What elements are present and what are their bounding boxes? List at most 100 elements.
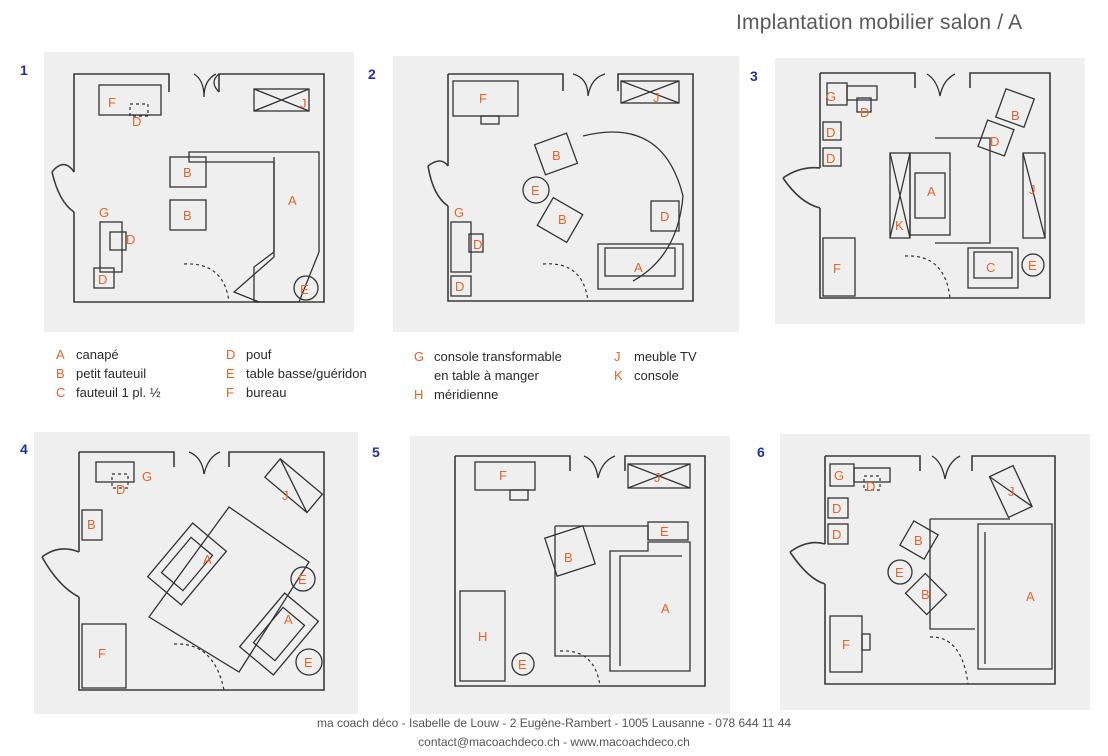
sofa-A-inner — [619, 555, 682, 666]
window — [427, 160, 449, 207]
floor-plan-5: F J E B A H E — [410, 436, 730, 714]
table-E — [293, 275, 319, 301]
armchair-C — [967, 247, 1019, 289]
tv-unit-J — [627, 463, 691, 489]
sofa-A — [909, 152, 951, 236]
label-D: D — [826, 125, 835, 140]
window — [782, 166, 821, 209]
tv-unit-J — [1022, 152, 1046, 239]
label-E: E — [1028, 258, 1037, 273]
chaise-H — [459, 590, 506, 682]
label-B: B — [183, 165, 192, 180]
label-A: A — [661, 601, 670, 616]
pouf-dashed — [129, 103, 149, 117]
armchair-C-seat — [973, 251, 1013, 279]
label-B: B — [914, 533, 923, 548]
page-title: Implantation mobilier salon / A — [736, 11, 1023, 34]
label-J: J — [300, 96, 307, 111]
tv-unit-cross — [627, 463, 691, 489]
table-E — [522, 176, 550, 204]
sofa-A1-seat — [160, 536, 214, 592]
door-swing — [542, 263, 589, 302]
label-B: B — [921, 587, 930, 602]
wall — [447, 73, 694, 302]
door-swing — [929, 636, 969, 685]
label-B: B — [552, 148, 561, 163]
pouf-D-under-G — [468, 233, 484, 253]
wall — [824, 455, 1056, 685]
label-J: J — [1029, 182, 1036, 197]
sofa-A1 — [146, 522, 228, 606]
label-E: E — [298, 572, 307, 587]
label-A: A — [203, 552, 212, 567]
pouf-D-2 — [827, 523, 849, 545]
label-J: J — [1008, 484, 1015, 499]
pouf-D-right — [650, 200, 680, 232]
armchair-B2 — [904, 572, 948, 616]
armchair-B1 — [169, 156, 207, 188]
label-J: J — [654, 470, 661, 485]
label-B: B — [564, 550, 573, 565]
pouf-D-dashed — [111, 473, 129, 489]
double-door — [583, 455, 616, 479]
sofa-A-seat — [604, 247, 676, 277]
label-D: D — [860, 105, 869, 120]
armchair-B2 — [536, 196, 584, 244]
label-D: D — [473, 237, 482, 252]
console-G — [99, 221, 123, 273]
label-F: F — [98, 646, 106, 661]
door-swing — [904, 255, 951, 299]
wall-hatch — [74, 73, 325, 303]
tv-unit-line — [989, 476, 1033, 507]
desk-chair — [509, 489, 529, 501]
floor-plan-3: G D B D D D A K J F C E — [775, 58, 1085, 324]
double-door — [931, 455, 961, 480]
pouf-D-under-G — [109, 231, 127, 251]
label-B: B — [558, 212, 567, 227]
label-D: D — [660, 209, 669, 224]
label-F: F — [833, 261, 841, 276]
armchair-B1 — [898, 519, 940, 561]
pouf-D — [450, 275, 472, 297]
label-D: D — [132, 114, 141, 129]
double-door — [926, 73, 956, 97]
window — [51, 163, 75, 213]
floor-plan-6-drawing: G D J D D B E B A F — [789, 455, 1056, 685]
floor-plan-2: F J B E B G D D D A — [393, 56, 739, 332]
floor-plan-1-drawing: F D J B B A G D D E — [51, 73, 325, 303]
panel-number-4: 4 — [20, 441, 28, 457]
console-K-cross — [889, 152, 911, 239]
desk-F — [81, 623, 127, 689]
tv-unit-J — [263, 457, 324, 514]
armchair-B — [994, 87, 1036, 129]
label-A: A — [927, 184, 936, 199]
label-F: F — [499, 468, 507, 483]
label-G: G — [142, 469, 152, 484]
double-door — [193, 73, 220, 98]
footer-web-line: contact@macoachdeco.ch - www.macoachdeco… — [418, 735, 690, 749]
label-B: B — [87, 517, 96, 532]
footer-contact-line: ma coach déco - Isabelle de Louw - 2 Eug… — [316, 716, 792, 730]
tv-unit-line — [1022, 152, 1046, 239]
tv-unit-line — [279, 458, 308, 513]
desk-chair — [480, 115, 500, 125]
floor-plan-4-drawing: G D J B A E A F E — [41, 451, 325, 691]
pouf-D-4 — [822, 147, 842, 167]
rug — [935, 137, 991, 244]
panel-number-3: 3 — [750, 68, 758, 84]
tv-unit-J — [253, 88, 310, 112]
tv-unit-J — [988, 464, 1033, 519]
label-G: G — [826, 89, 836, 104]
label-J: J — [282, 488, 289, 503]
sofa-A — [188, 151, 320, 303]
label-A: A — [634, 260, 643, 275]
label-D: D — [866, 479, 875, 494]
floor-plan-2-drawing: F J B E B G D D D A — [427, 73, 694, 302]
